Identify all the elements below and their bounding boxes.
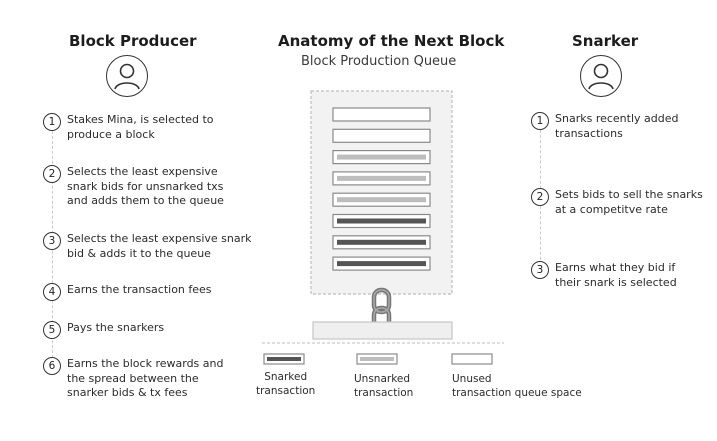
- queue-slot-fill-snarked: [337, 218, 426, 224]
- queue-container: [310, 90, 453, 295]
- producer-step-1-text: Stakes Mina, is selected to produce a bl…: [67, 113, 214, 141]
- legend-snarked-label: Snarked transaction: [256, 371, 316, 397]
- queue-slot-unused: [332, 107, 431, 122]
- snarker-step-3-text: Earns what they bid if their snark is se…: [555, 261, 677, 289]
- producer-step-6-number: 6: [43, 357, 61, 375]
- producer-step-4-number: 4: [43, 283, 61, 301]
- producer-avatar-icon: [106, 55, 148, 97]
- producer-step-4-text: Earns the transaction fees: [67, 283, 212, 296]
- chain-icon: [371, 287, 392, 333]
- legend-unused-label: Unused transaction queue space: [452, 373, 582, 399]
- queue-slot-fill-snarked: [337, 239, 426, 245]
- producer-step-6-text: Earns the block rewards and the spread b…: [67, 357, 224, 399]
- queue-slot-fill-snarked: [337, 261, 426, 267]
- center-title: Anatomy of the Next Block: [278, 32, 505, 50]
- producer-step-3-text: Selects the least expensive snark bid & …: [67, 232, 252, 260]
- producer-step-2-text: Selects the least expensive snark bids f…: [67, 165, 224, 207]
- queue-slot-snarked: [332, 213, 431, 229]
- snarker-title: Snarker: [572, 32, 639, 50]
- snarker-step-3-number: 3: [531, 261, 549, 279]
- producer-step-5-text: Pays the snarkers: [67, 321, 165, 334]
- producer-title: Block Producer: [69, 32, 197, 50]
- queue-slot-unsnarked: [332, 192, 431, 207]
- snarker-avatar-icon: [580, 55, 622, 97]
- producer-step-1-number: 1: [43, 113, 61, 131]
- queue-slot-unsnarked: [332, 150, 431, 165]
- queue-slot-unsnarked: [332, 171, 431, 186]
- queue-slot-snarked: [332, 235, 431, 250]
- legend-unused-swatch: [451, 353, 493, 365]
- snarker-step-1-text: Snarks recently added transactions: [555, 112, 679, 140]
- legend-snarked-swatch: [263, 353, 305, 365]
- center-subtitle: Block Production Queue: [301, 54, 457, 69]
- queue-slot-unused: [332, 128, 431, 143]
- producer-step-2-number: 2: [43, 165, 61, 183]
- legend-unsnarked-label: Unsnarked transaction: [354, 373, 414, 399]
- block-base: [312, 321, 453, 340]
- queue-slot-fill-unsnarked: [337, 154, 426, 160]
- producer-step-3-number: 3: [43, 232, 61, 250]
- queue-slot-snarked: [332, 256, 431, 271]
- producer-step-5-number: 5: [43, 321, 61, 339]
- snarker-step-2-number: 2: [531, 188, 549, 206]
- snarker-step-2-text: Sets bids to sell the snarks at a compet…: [555, 188, 703, 216]
- queue-slots: [332, 107, 431, 271]
- queue-slot-fill-unsnarked: [337, 197, 426, 203]
- legend-unsnarked-swatch: [356, 353, 398, 365]
- queue-slot-fill-unsnarked: [337, 175, 426, 181]
- snarker-step-1-number: 1: [531, 112, 549, 130]
